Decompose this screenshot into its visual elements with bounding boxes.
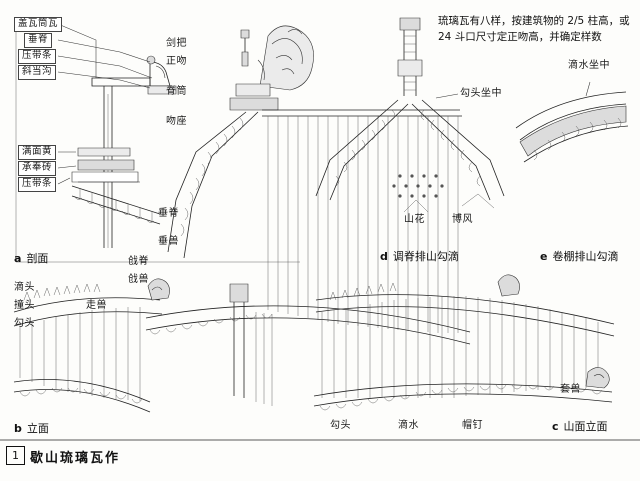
label-b-zhuangtou: 撞头 xyxy=(14,300,35,311)
caption-e: e 卷棚排山勾滴 xyxy=(540,248,618,264)
label-center-jitong: 脊筒 xyxy=(166,86,187,97)
panel-d-drawing xyxy=(315,17,505,213)
label-b-ditou: 滴头 xyxy=(14,282,35,293)
caption-e-text: 卷棚排山勾滴 xyxy=(552,250,619,263)
label-a-7: 压带条 xyxy=(18,177,57,192)
caption-d-text: 调脊排山勾滴 xyxy=(392,250,459,263)
caption-a: a 剖面 xyxy=(14,250,48,266)
label-a-3: 压带条 xyxy=(18,49,57,64)
figure-number: 1 xyxy=(6,446,25,465)
caption-c-letter: c xyxy=(552,420,559,433)
label-a-6: 承奉砖 xyxy=(18,161,57,176)
caption-a-text: 剖面 xyxy=(26,252,49,265)
label-center-jianba: 剑把 xyxy=(166,38,187,49)
panel-c-drawing xyxy=(313,274,615,411)
caption-b-letter: b xyxy=(14,422,22,435)
caption-b: b 立面 xyxy=(14,420,49,436)
caption-e-letter: e xyxy=(540,250,548,263)
caption-c-text: 山面立面 xyxy=(563,420,608,433)
panel-e-drawing xyxy=(515,81,629,163)
caption-d-letter: d xyxy=(380,250,388,263)
label-center-zhengwen: 正吻 xyxy=(166,56,187,67)
label-c-taoshou: 套兽 xyxy=(560,384,581,395)
label-a-1: 盖瓦筒瓦 xyxy=(14,17,63,32)
label-c-maoding: 帽钉 xyxy=(462,420,483,431)
label-a-2: 垂脊 xyxy=(24,33,53,48)
label-c-goutou: 勾头 xyxy=(330,420,351,431)
caption-b-text: 立面 xyxy=(26,422,49,435)
note-text: 琉璃瓦有八样，按建筑物的 2/5 柱高，或 24 斗口尺寸定正吻高，并确定样数 xyxy=(438,15,630,43)
caption-c: c 山面立面 xyxy=(552,418,608,434)
label-center-chuishou: 垂兽 xyxy=(158,236,179,247)
label-e-dishuizuozhong: 滴水坐中 xyxy=(568,60,610,71)
label-b-goutou: 勾头 xyxy=(14,318,35,329)
label-b-zoushou: 走兽 xyxy=(86,300,107,311)
label-a-4: 斜当沟 xyxy=(18,65,57,80)
label-d-goutouzuozhong: 勾头坐中 xyxy=(460,88,502,99)
figure-title: 歇山琉璃瓦作 xyxy=(30,451,121,466)
label-c-dishui: 滴水 xyxy=(398,420,419,431)
label-center-qiangji: 戗脊 xyxy=(128,256,149,267)
label-a-5: 满面黄 xyxy=(18,145,57,160)
label-center-chuiji: 垂脊 xyxy=(158,208,179,219)
label-d-shanhua: 山花 xyxy=(404,214,425,225)
panel-b-drawing xyxy=(13,25,471,413)
panel-a-drawing xyxy=(15,20,300,263)
caption-d: d 调脊排山勾滴 xyxy=(380,248,459,264)
label-center-qiangshou: 戗兽 xyxy=(128,274,149,285)
caption-a-letter: a xyxy=(14,252,22,265)
label-d-bofeng: 博风 xyxy=(452,214,473,225)
label-center-wenzuo: 吻座 xyxy=(166,116,187,127)
